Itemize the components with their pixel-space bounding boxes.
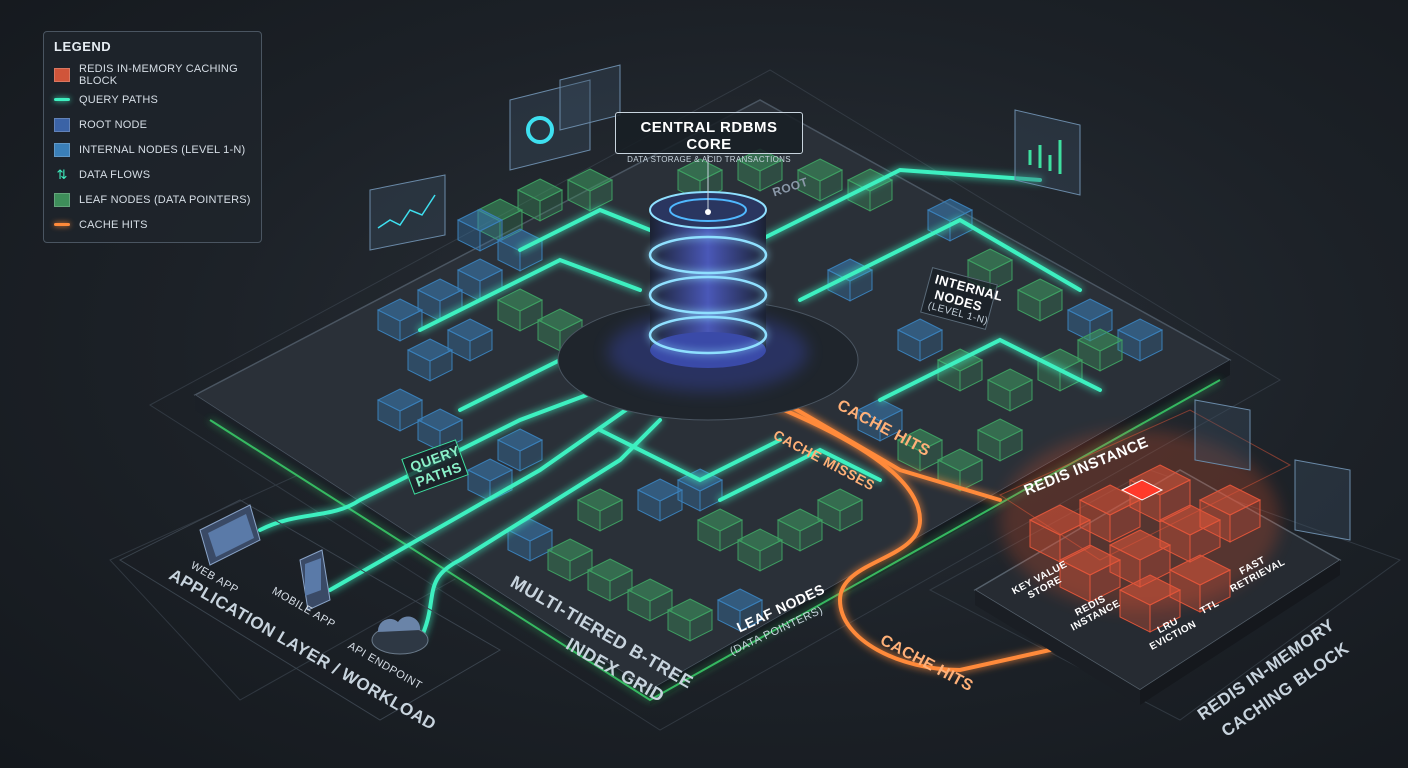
- legend-item-label: ROOT NODE: [79, 118, 148, 131]
- b-tree-node-cube: [586, 558, 634, 602]
- legend-item-label: QUERY PATHS: [79, 93, 159, 106]
- line-chart-icon: [377, 194, 436, 229]
- redis-cache-cube: [1118, 574, 1182, 633]
- web-app-device: [199, 504, 261, 566]
- b-tree-node-cube: [856, 398, 904, 442]
- b-tree-node-cube: [566, 168, 614, 212]
- cache-paths: [758, 398, 1052, 673]
- legend-item: QUERY PATHS: [54, 87, 251, 112]
- b-tree-node-cube: [936, 448, 984, 492]
- redis-cache-cube: [1028, 504, 1092, 563]
- b-tree-node-cube: [466, 458, 514, 502]
- hologram-panels: [369, 64, 1351, 541]
- legend-item: REDIS IN-MEMORY CACHING BLOCK: [54, 62, 251, 87]
- b-tree-node-cube: [696, 508, 744, 552]
- donut-chart-icon: [526, 116, 554, 144]
- b-tree-node-cube: [816, 488, 864, 532]
- core-subtitle: DATA STORAGE & ACID TRANSACTIONS: [627, 155, 791, 164]
- b-tree-node-cube: [986, 368, 1034, 412]
- b-tree-node-cube: [716, 588, 764, 632]
- api-endpoint-device: [371, 616, 429, 655]
- b-tree-node-cube: [416, 278, 464, 322]
- mobile-app-device: [299, 549, 331, 611]
- legend-item: LEAF NODES (DATA POINTERS): [54, 187, 251, 212]
- bar-chart-icon: [1028, 140, 1062, 174]
- b-tree-node-cube: [1076, 328, 1124, 372]
- b-tree-node-cube: [1116, 318, 1164, 362]
- b-tree-node-cube: [446, 318, 494, 362]
- legend-item: INTERNAL NODES (LEVEL 1-N): [54, 137, 251, 162]
- legend-line-swatch: [54, 223, 70, 226]
- legend-item: ⇅ DATA FLOWS: [54, 162, 251, 187]
- b-tree-node-cube: [636, 478, 684, 522]
- legend-items: REDIS IN-MEMORY CACHING BLOCK QUERY PATHS…: [54, 62, 251, 237]
- b-tree-node-cube: [376, 388, 424, 432]
- b-tree-node-cube: [776, 508, 824, 552]
- b-tree-node-cube: [456, 258, 504, 302]
- b-tree-node-cube: [1016, 278, 1064, 322]
- b-tree-node-cube: [666, 598, 714, 642]
- b-tree-node-cube: [626, 578, 674, 622]
- legend-item: CACHE HITS: [54, 212, 251, 237]
- legend-item-label: LEAF NODES (DATA POINTERS): [79, 193, 251, 206]
- legend-item: ROOT NODE: [54, 112, 251, 137]
- b-tree-node-cube: [376, 298, 424, 342]
- redis-logo-icon: [1120, 479, 1164, 501]
- b-tree-node-cube: [456, 208, 504, 252]
- b-tree-node-cube: [736, 148, 784, 192]
- b-tree-node-cube: [896, 428, 944, 472]
- b-tree-node-cube: [896, 318, 944, 362]
- redis-cache-cube: [1158, 504, 1222, 563]
- b-tree-node-cube: [576, 488, 624, 532]
- b-tree-node-cube: [496, 288, 544, 332]
- b-tree-node-cube: [546, 538, 594, 582]
- b-tree-node-cube: [736, 528, 784, 572]
- b-tree-node-cube: [846, 168, 894, 212]
- legend-item-label: INTERNAL NODES (LEVEL 1-N): [79, 143, 246, 156]
- b-tree-node-cube: [826, 258, 874, 302]
- rdbms-core-label: CENTRAL RDBMS CORE DATA STORAGE & ACID T…: [615, 112, 803, 164]
- legend-swatch: [54, 117, 70, 132]
- b-tree-node-cube: [496, 428, 544, 472]
- legend-title: LEGEND: [54, 39, 112, 54]
- b-tree-nodes: [376, 148, 1164, 642]
- b-tree-node-cube: [926, 198, 974, 242]
- b-tree-node-cube: [406, 338, 454, 382]
- legend-panel: LEGEND REDIS IN-MEMORY CACHING BLOCK QUER…: [43, 31, 262, 243]
- redis-cache-cube: [1078, 484, 1142, 543]
- legend-item-label: CACHE HITS: [79, 218, 148, 231]
- rdbms-core-cylinder: [557, 155, 859, 421]
- redis-cache-cube: [1168, 554, 1232, 613]
- legend-item-label: DATA FLOWS: [79, 168, 151, 181]
- data-flow-icon: ⇅: [56, 166, 68, 182]
- legend-item-label: REDIS IN-MEMORY CACHING BLOCK: [79, 62, 238, 87]
- legend-swatch: [54, 192, 70, 207]
- core-title: CENTRAL RDBMS CORE: [640, 119, 778, 153]
- b-tree-node-cube: [516, 178, 564, 222]
- redis-cache-cube: [1198, 484, 1262, 543]
- application-layer-platform: [118, 499, 501, 721]
- b-tree-node-cube: [976, 418, 1024, 462]
- legend-swatch: [54, 142, 70, 157]
- redis-cache-cubes: [1028, 464, 1262, 633]
- query-paths: [258, 167, 1102, 642]
- legend-line-swatch: [54, 98, 70, 101]
- b-tree-node-cube: [796, 158, 844, 202]
- legend-swatch: [54, 67, 70, 82]
